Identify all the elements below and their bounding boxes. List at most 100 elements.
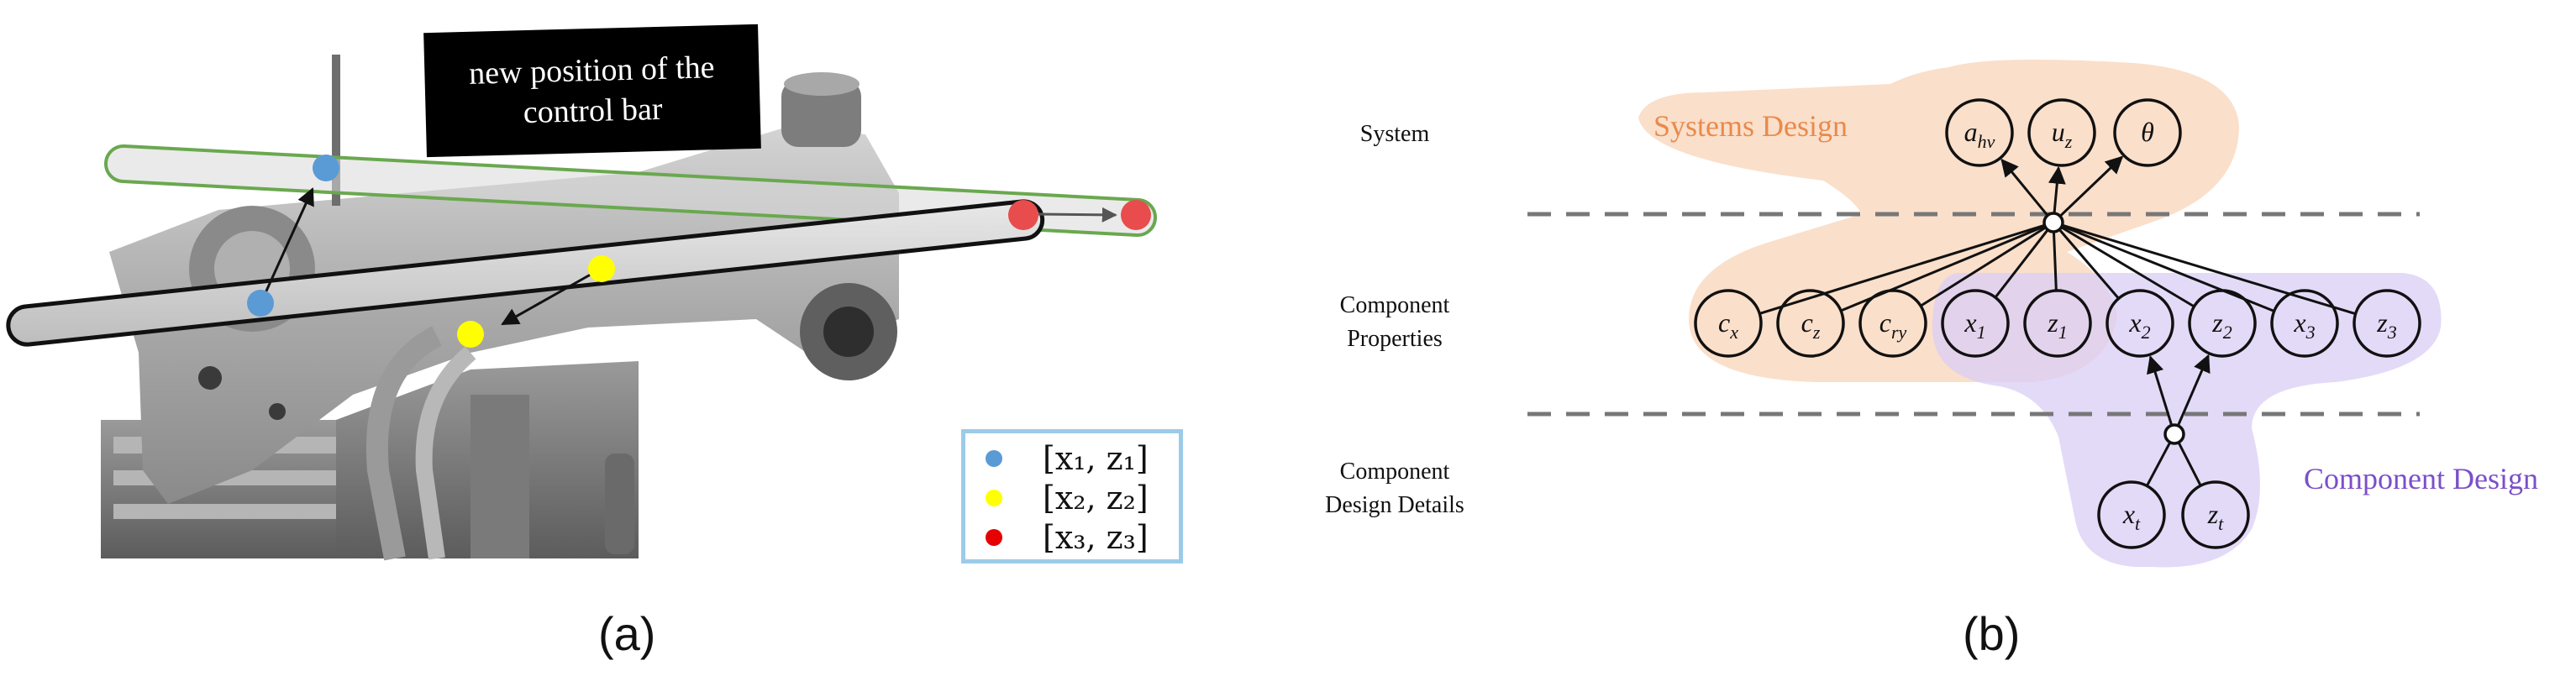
property-node-5-label: x2 [2128,307,2150,343]
edge-hub-to-property-7 [2061,224,2275,312]
detail-node-0: xt [2097,480,2166,549]
detail-node-1-label: zt [2207,499,2224,534]
legend-label: [x₃, z₃] [1043,519,1149,556]
system-node-1-label-sub: z [2064,131,2073,152]
edge-detail-to-bottom-hub-1 [2177,442,2202,486]
property-node-1-label-base: c [1801,307,1813,338]
property-node-1-label-sub: z [1812,322,1821,343]
machine-pillar [471,395,529,558]
system-node-1-label: uz [2052,117,2073,152]
legend-dot-red [986,529,1002,546]
row-label-component-design-details-1: Component [1340,459,1450,485]
edge-hub-to-property-6 [2060,226,2195,308]
property-node-5-circle [2105,289,2174,358]
property-node-6-label: z2 [2211,307,2232,343]
edge-bottom-hub-to-property-6 [2176,354,2211,427]
detail-node-0-label-sub: t [2135,513,2141,534]
point-x1z1-old [247,290,274,317]
property-node-8-label-base: z [2376,307,2388,338]
new-control-bar-shape [104,144,1157,238]
legend-label: [x₁, z₁] [1043,440,1149,477]
system-node-0-label-base: a [1964,117,1978,147]
property-node-3: x1 [1941,289,2010,358]
system-node-2: θ [2113,98,2182,167]
factor-node-bottom [2163,423,2185,445]
property-node-6-label-sub: 2 [2223,322,2232,343]
displacement-arrow-1 [262,187,314,297]
property-node-4-label: z1 [2047,307,2067,343]
property-node-2-label: cry [1879,307,1907,343]
point-x3z3-new [1121,200,1151,230]
component-design-label: Component Design [2304,462,2538,495]
property-node-2: cry [1858,289,1927,358]
detail-node-0-circle [2097,480,2166,549]
systems-design-label: Systems Design [1653,109,1848,143]
property-node-7-label-sub: 3 [2305,322,2316,343]
edge-hub-to-property-5 [2058,228,2120,300]
machine-rod [332,55,340,206]
property-node-5-label-base: x [2128,307,2141,338]
property-node-7: x3 [2270,289,2339,358]
system-node-1-label-base: u [2052,117,2065,147]
property-node-0: cx [1694,289,1763,358]
property-node-5-label-sub: 2 [2142,322,2151,343]
property-node-0-label-sub: x [1729,322,1738,343]
callout-box: new position of the control bar [423,24,761,158]
property-node-8: z3 [2353,289,2421,358]
property-node-1: cz [1776,289,1845,358]
property-node-4-label-sub: 1 [2058,322,2068,343]
row-label-component-properties-1: Component [1340,292,1450,318]
system-node-1-circle [2027,98,2096,167]
property-node-1-circle [1776,289,1845,358]
legend-dot-yellow [986,490,1002,506]
property-node-3-label-sub: 1 [1977,322,1986,343]
component-design-region [1932,273,2442,568]
displacement-arrow-2 [501,270,596,326]
row-label-component-design-details-2: Design Details [1325,492,1464,518]
machine-top-cap-rim [784,72,860,96]
system-node-2-label-base: θ [2141,117,2154,147]
property-node-4-label-base: z [2047,307,2058,338]
property-node-8-label-sub: 3 [2387,322,2397,343]
callout-line-1: new position of the [468,50,716,92]
property-node-7-label: x3 [2293,307,2315,343]
property-node-4-circle [2023,289,2092,358]
detail-node-1: zt [2181,480,2250,549]
legend-label: [x₂, z₂] [1043,480,1149,516]
property-node-2-label-sub: ry [1891,322,1907,343]
property-node-1-label: cz [1801,307,1821,343]
edge-hub-to-property-2 [1920,226,2047,307]
property-node-3-circle [1941,289,2010,358]
property-node-0-label-base: c [1718,307,1730,338]
property-node-0-label: cx [1718,307,1738,343]
system-node-2-circle [2113,98,2182,167]
property-node-4: z1 [2023,289,2092,358]
machine-base-rib [113,504,340,519]
point-x2z2-new [457,321,484,348]
system-node-0-circle [1945,98,2014,167]
machine-bolt [269,403,286,420]
property-node-2-label-base: c [1879,307,1891,338]
new-control-bar [104,144,1157,238]
property-node-0-circle [1694,289,1763,358]
edge-bottom-hub-to-property-5 [2147,355,2174,426]
property-node-3-label: x1 [1964,307,1985,343]
edge-hub-to-system-1 [2048,165,2066,214]
property-node-2-circle [1858,289,1927,358]
panel-label-b: (b) [1963,607,2021,660]
legend-item-x3z3: [x₃, z₃] [965,519,1179,556]
point-x2z2-old [588,255,615,282]
legend-item-x1z1: [x₁, z₁] [965,440,1179,477]
property-node-5: x2 [2105,289,2174,358]
property-node-8-circle [2353,289,2421,358]
machine-handle [605,453,634,554]
detail-node-1-label-base: z [2207,499,2219,529]
edge-hub-to-property-4 [2052,231,2058,291]
legend-dot-blue [986,450,1002,467]
row-label-system: System [1360,121,1430,147]
property-node-7-circle [2270,289,2339,358]
property-node-6: z2 [2188,289,2257,358]
